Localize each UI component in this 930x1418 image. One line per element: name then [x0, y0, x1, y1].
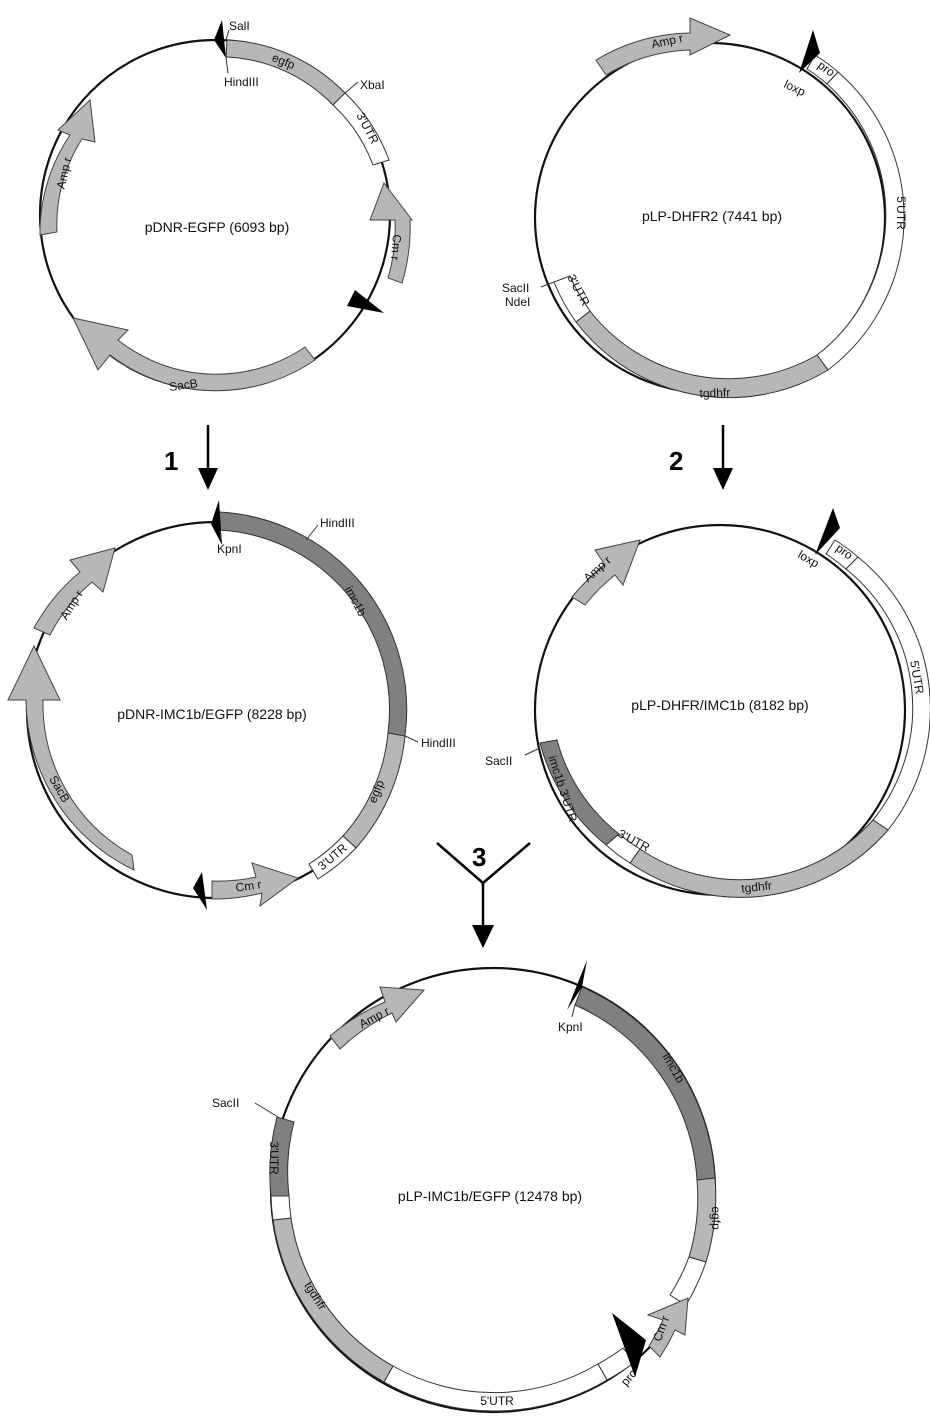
amp-r-arrow [33, 547, 116, 636]
white-segment-right [669, 1256, 707, 1306]
imc1b-segment [574, 986, 716, 1181]
cm-r-arrow [211, 862, 300, 908]
loxp-triangle-bottom [612, 1313, 646, 1377]
sali-site: SalI [229, 19, 250, 33]
step-2-arrow: 2 [669, 425, 733, 490]
hindiii-site-a: HindIII [320, 516, 355, 530]
sacii-site-line [254, 1102, 279, 1118]
cm-r-arrow [646, 1297, 689, 1358]
kpni-site-line [219, 529, 222, 541]
loxp-triangle-top [211, 500, 222, 545]
plasmid-plp-imc1b-egfp: KpnI SacII Amp r imc1b egfp Cm r pro 5'U… [212, 960, 723, 1414]
egfp-label: egfp [709, 1206, 723, 1230]
sali-site-line [225, 29, 230, 41]
amp-r-arrow [571, 539, 641, 606]
xbai-site-line [344, 81, 359, 94]
imc1b-segment [218, 511, 408, 737]
utr3-segment [269, 1116, 295, 1197]
utr3-segment [553, 275, 591, 323]
amp-r-arrow [39, 98, 96, 236]
step-3-label: 3 [472, 842, 486, 872]
step-1-label: 1 [164, 446, 178, 476]
sacb-label: SacB [168, 376, 198, 394]
sacii-site: SacII [485, 754, 512, 768]
amp-r-arrow [329, 986, 426, 1050]
tgdhfr-label: tgdhfr [699, 385, 730, 400]
plasmid-pdnr-imc1b-egfp: KpnI HindIII HindIII imc1b egfp 3'UTR Cm… [7, 500, 456, 910]
utr5-label: 5'UTR [480, 1394, 514, 1408]
hindiii-site: HindIII [224, 75, 259, 89]
step-2-label: 2 [669, 446, 683, 476]
kpni-site: KpnI [217, 542, 242, 556]
loxp-site: loxp [782, 77, 808, 99]
sacii-site: SacII [212, 1096, 239, 1110]
sacb-arrow [72, 317, 316, 392]
ndei-site: NdeI [505, 295, 530, 309]
utr3-segment [308, 835, 357, 880]
plasmid-pdnr-egfp: SalI HindIII XbaI egfp 3'UTR Cm r SacB A… [38, 19, 414, 394]
xbai-site: XbaI [360, 78, 385, 92]
plasmid-title: pDNR-EGFP (6093 bp) [145, 219, 289, 235]
plasmid-title: pLP-DHFR/IMC1b (8182 bp) [631, 697, 808, 713]
loxp-triangle-top [567, 960, 587, 1010]
tgdhfr-segment [272, 1217, 394, 1383]
hindiii-site-b: HindIII [421, 736, 456, 750]
loxp-triangle-right [347, 290, 384, 313]
amp-r-arrow [595, 17, 732, 76]
plasmid-plp-dhfr2: loxp SacII NdeI Amp r pro 5'UTR tgdhfr 3… [502, 17, 908, 401]
plasmid-title: pLP-DHFR2 (7441 bp) [642, 208, 782, 224]
sacii-site: SacII [502, 281, 529, 295]
cm-r-label: Cm r [235, 877, 263, 894]
loxp-triangle [815, 508, 840, 555]
loxp-triangle-bottom [193, 872, 207, 910]
step-3-arrow: 3 [436, 842, 531, 948]
imc1b-utr3-segment [539, 739, 620, 846]
utr5-segment [816, 71, 905, 371]
sacii-site-line [540, 281, 555, 288]
utr5-label: 5'UTR [907, 660, 927, 696]
hindiii-site-line [225, 56, 229, 74]
tgdhfr-label: tgdhfr [741, 878, 773, 895]
white-segment-left [270, 1195, 292, 1221]
utr3-label: 3'UTR [267, 1141, 281, 1175]
tgdhfr-segment [575, 310, 829, 399]
amp-r-label: Amp r [650, 31, 684, 51]
plasmid-title: pLP-IMC1b/EGFP (12478 bp) [398, 1188, 582, 1204]
loxp-triangle [799, 30, 820, 73]
kpni-site-line [571, 1004, 576, 1018]
cm-r-label: Cm r [388, 234, 404, 261]
loxp-triangle-top [214, 20, 226, 58]
cm-r-arrow [369, 181, 414, 284]
step-1-arrow: 1 [164, 425, 218, 490]
plasmid-plp-dhfr-imc1b: loxp SacII Amp r pro 5'UTR tgdhfr 3'UTR … [485, 508, 930, 898]
sacii-site-line [524, 747, 541, 756]
sacb-arrow [7, 644, 135, 871]
kpni-site: KpnI [558, 1020, 583, 1034]
utr3-segment [332, 92, 390, 166]
hindiii-site-b-line [404, 735, 419, 743]
hindiii-site-a-line [305, 524, 319, 541]
utr5-label: 5'UTR [894, 196, 908, 230]
plasmid-title: pDNR-IMC1b/EGFP (8228 bp) [117, 706, 307, 722]
egfp-segment [225, 39, 346, 106]
